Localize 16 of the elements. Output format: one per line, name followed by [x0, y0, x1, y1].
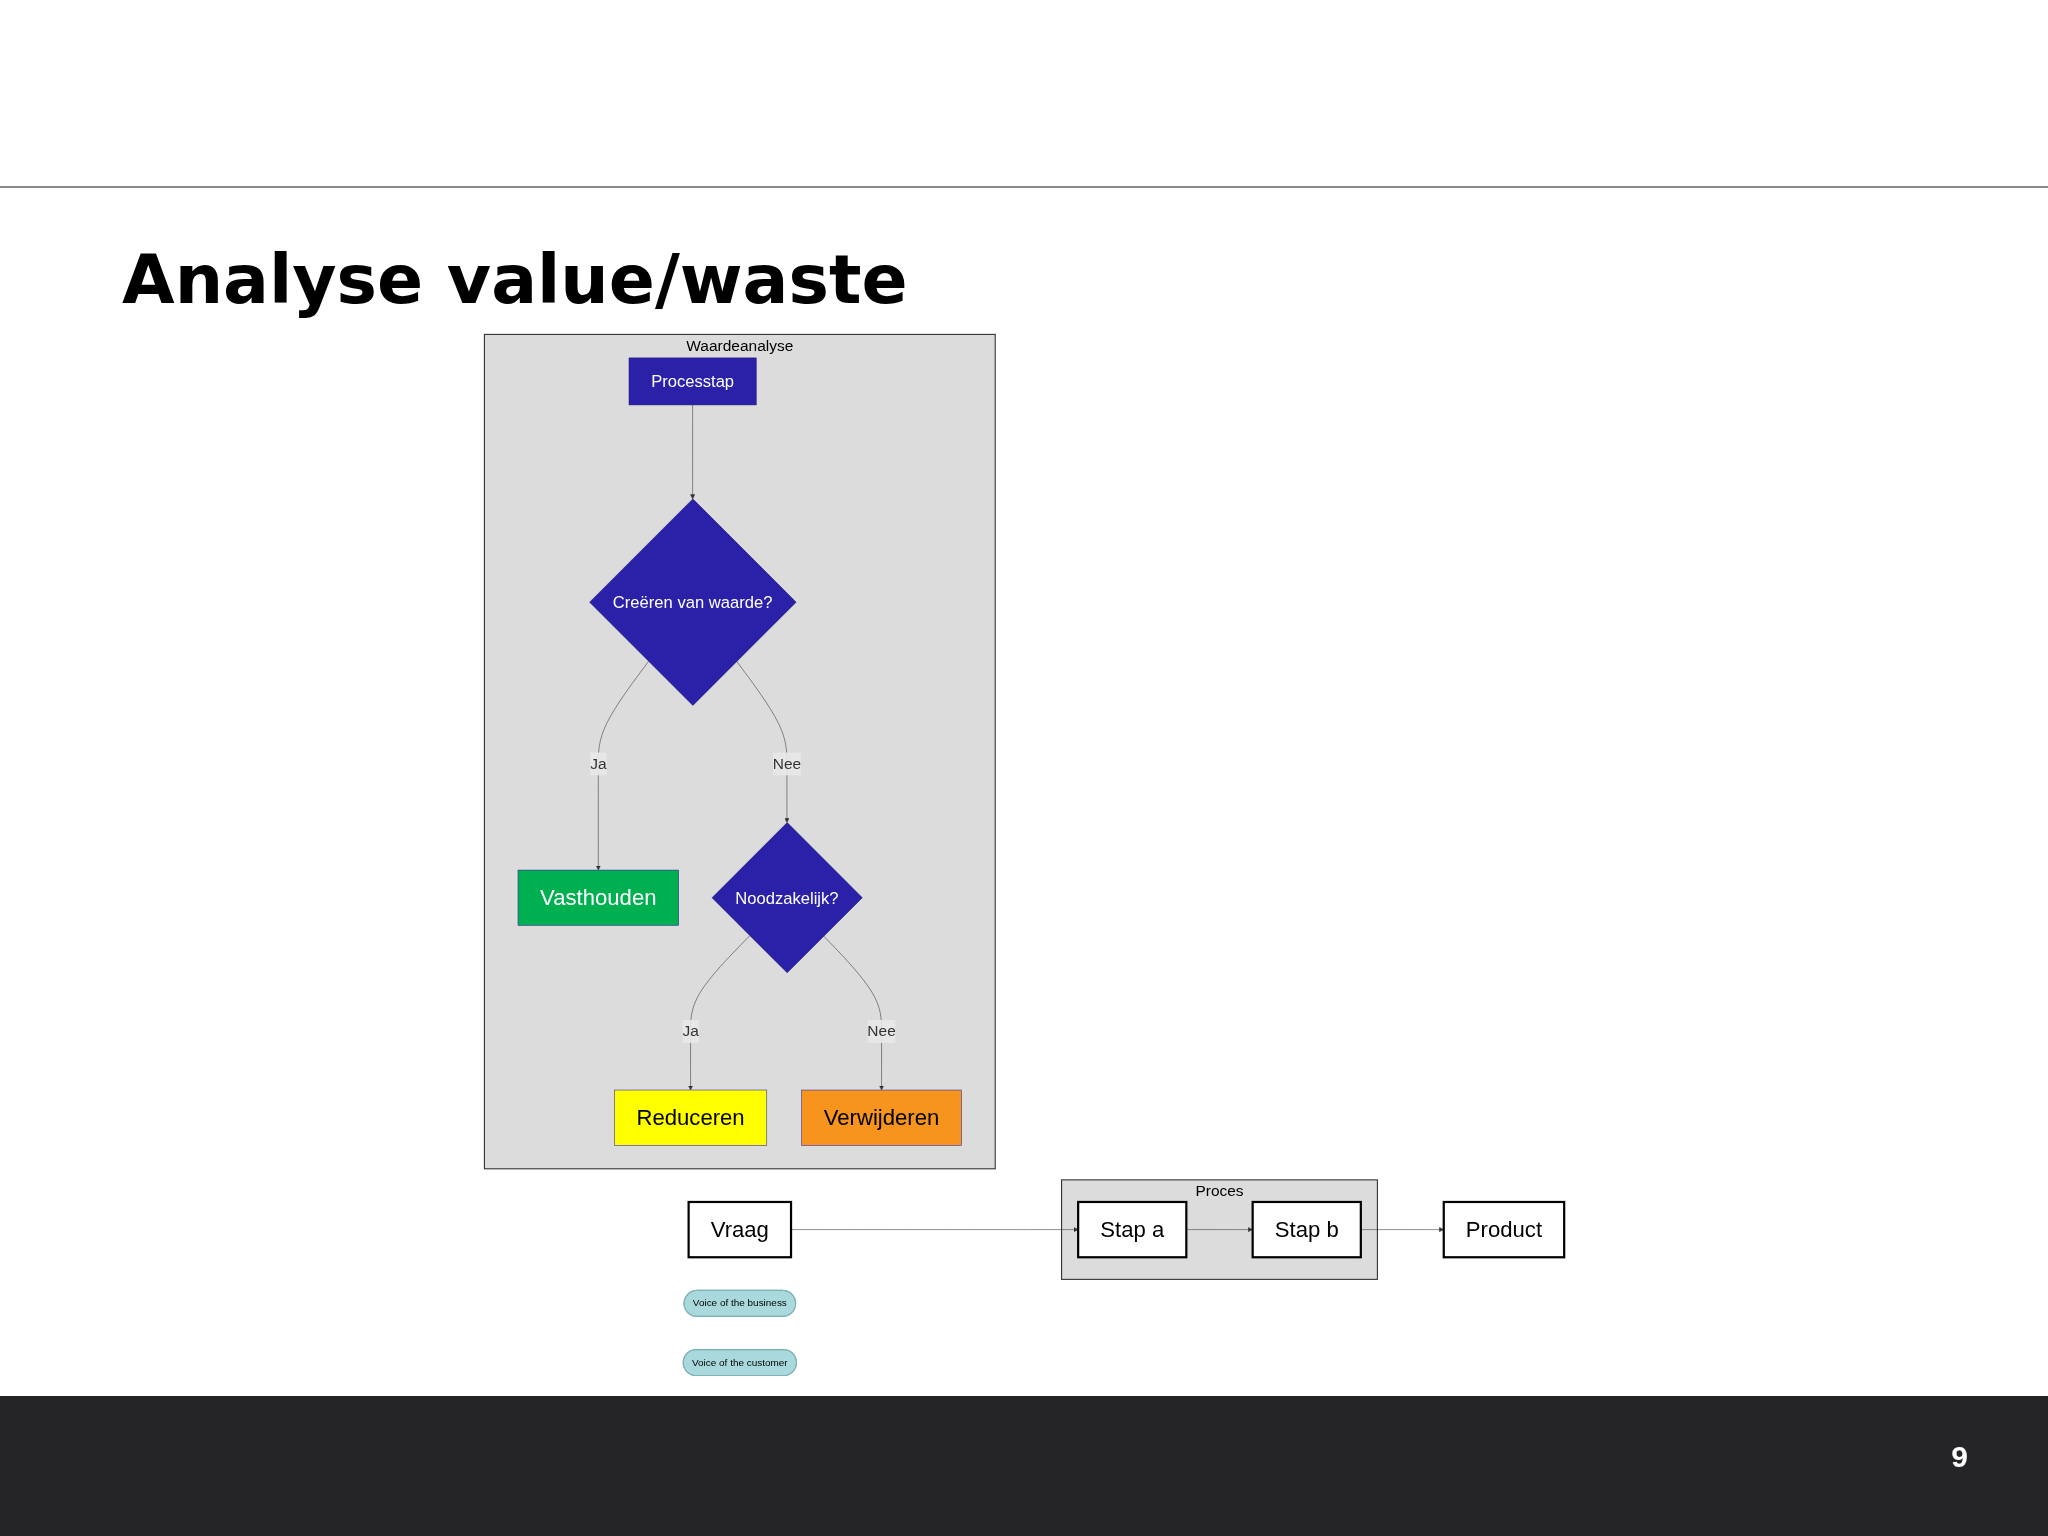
node-diamond: Creëren van waarde? [589, 498, 797, 706]
edge-label: Ja [589, 755, 607, 773]
node-box: Verwijderen [801, 1089, 962, 1146]
edge-label: Nee [772, 755, 801, 773]
node-box: Stap a [1076, 1200, 1188, 1259]
node-box: Vasthouden [517, 869, 679, 926]
edge-label: Nee [867, 1022, 896, 1040]
slide-title: Analyse value/waste [122, 240, 908, 319]
node-box: Reduceren [613, 1089, 767, 1146]
page-number: 9 [1951, 1440, 1968, 1473]
node-box: Processtap [628, 357, 757, 406]
node-box: Product [1442, 1200, 1565, 1259]
node-box: Stap b [1251, 1200, 1362, 1259]
node-box: Vraag [687, 1200, 792, 1259]
node-diamond: Noodzakelijk? [711, 822, 863, 974]
edge-label: Ja [682, 1022, 699, 1040]
